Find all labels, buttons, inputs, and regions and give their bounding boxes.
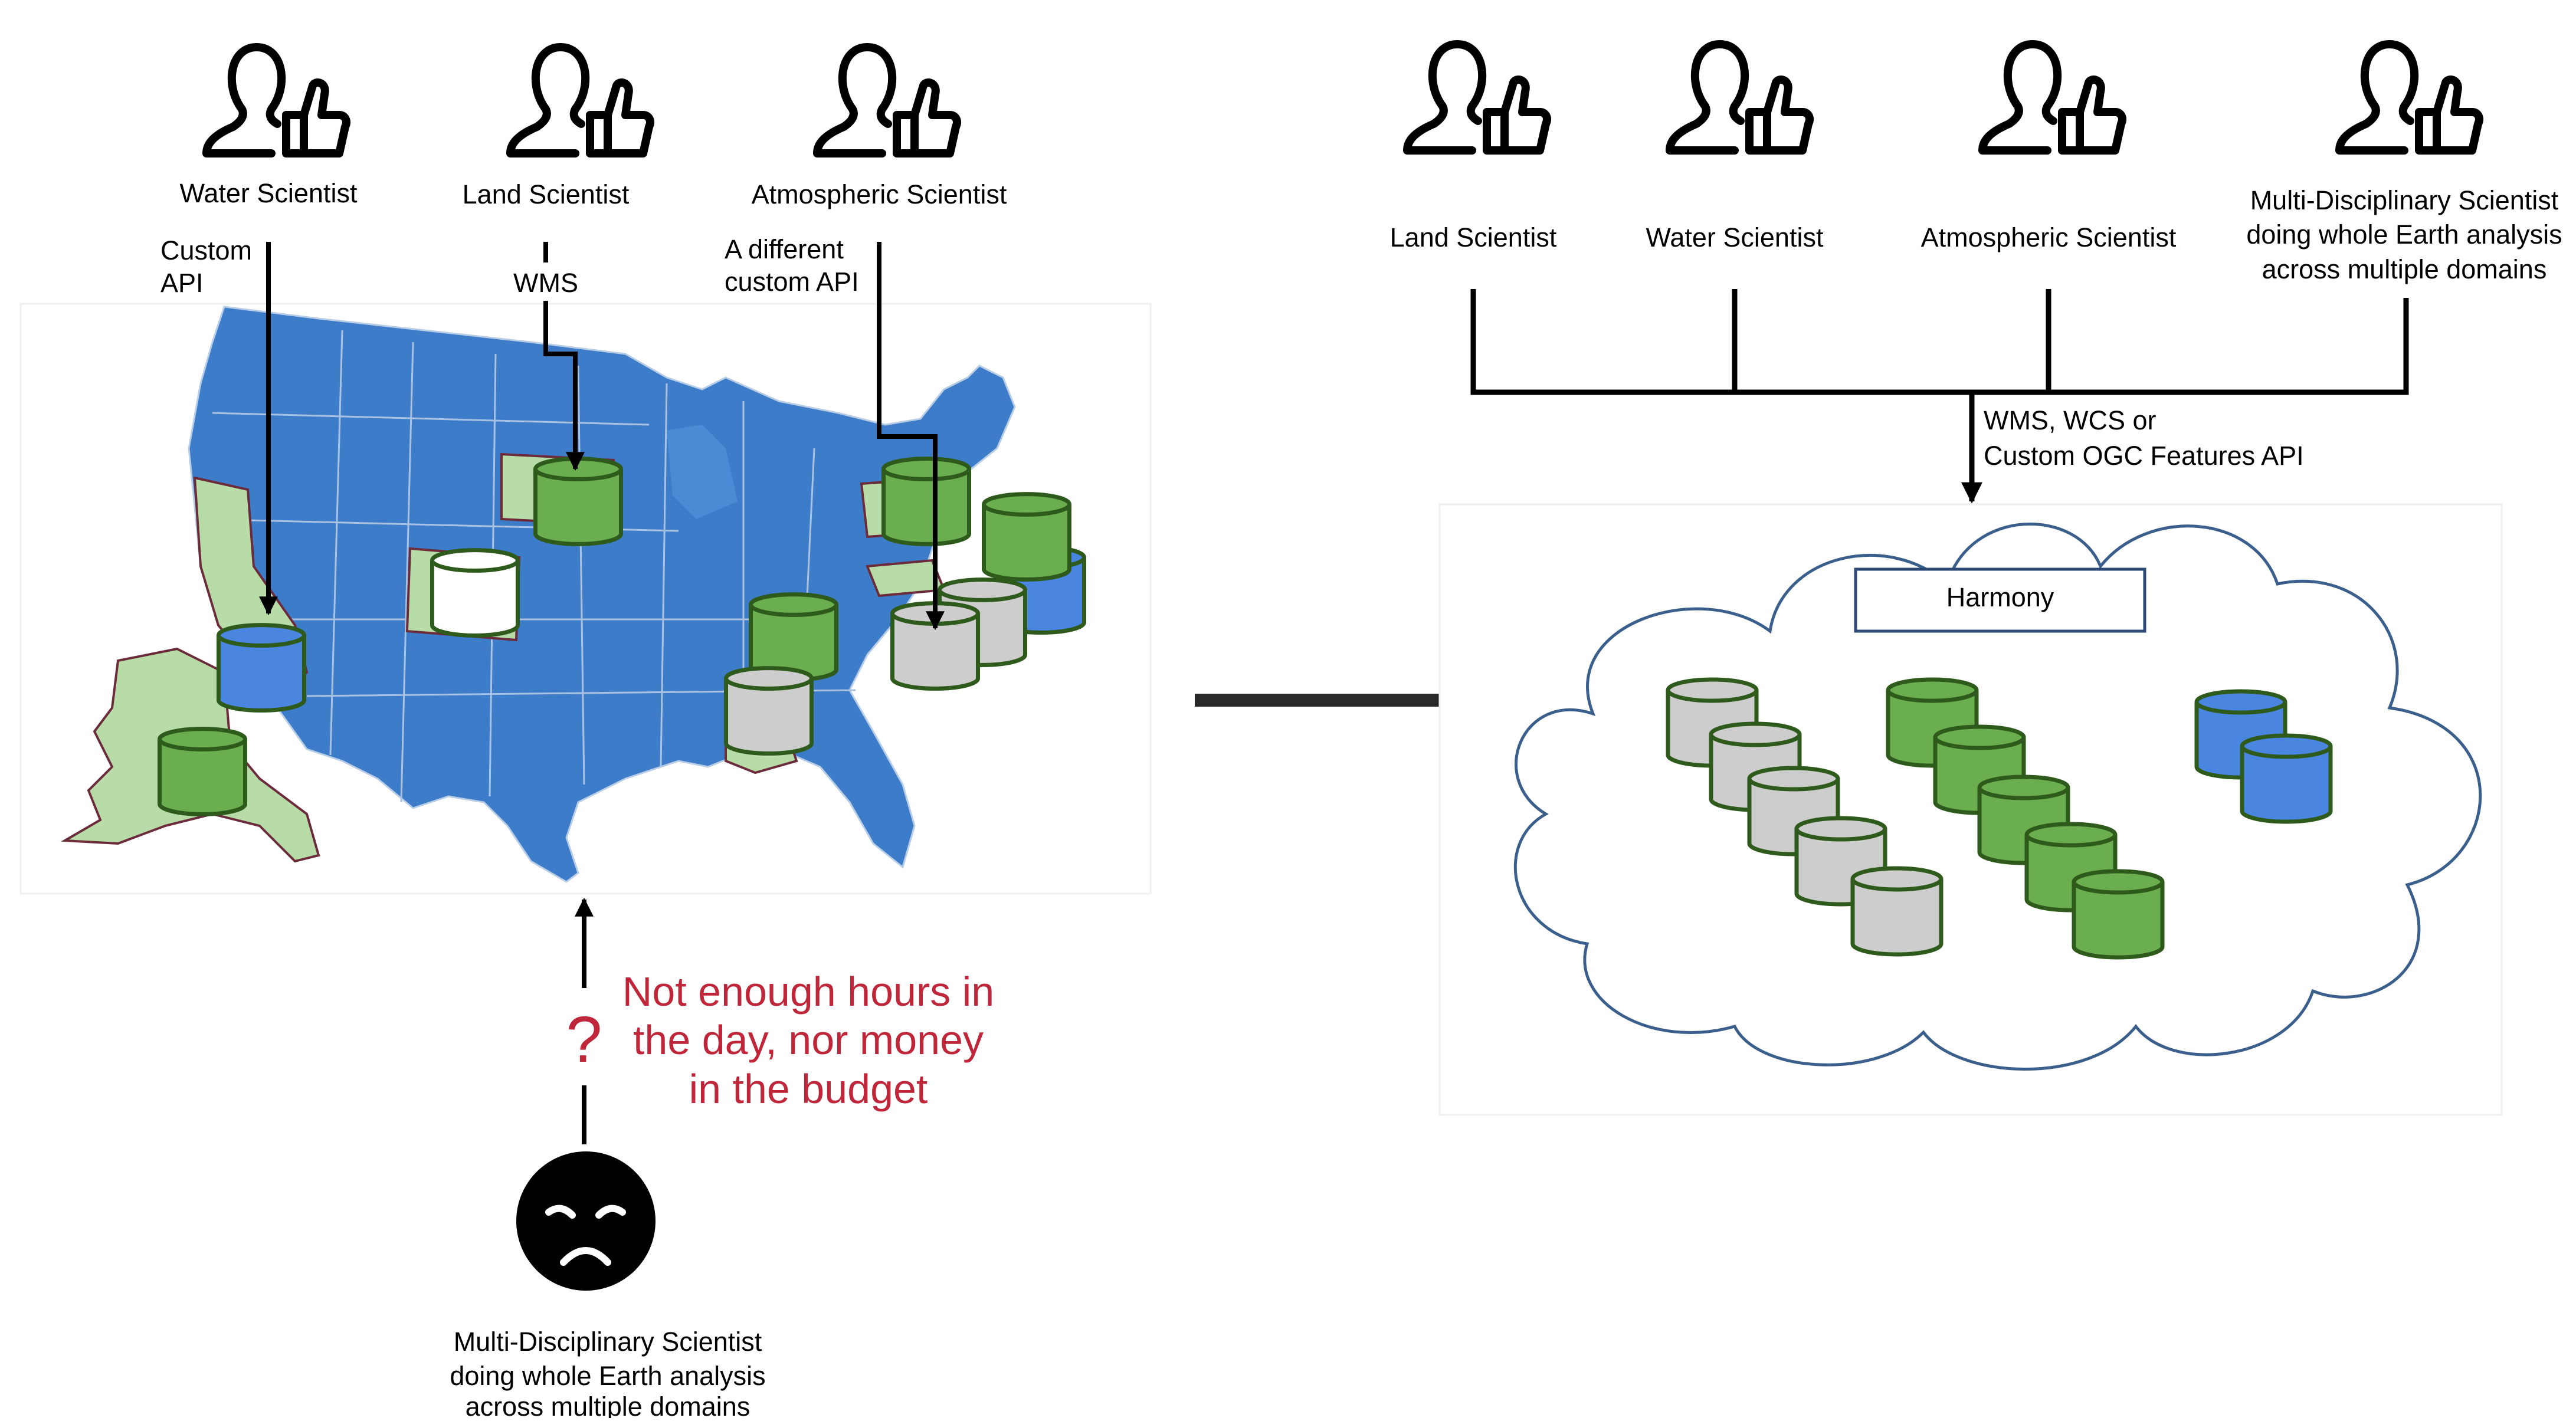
multi-label-line-2: doing whole Earth analysis <box>450 1361 765 1391</box>
left-panel: Water Scientist Land Scientist Atmospher… <box>19 43 1152 1421</box>
arrow-atmos-custom-api <box>877 242 945 631</box>
database-icon <box>749 592 838 682</box>
database-icon <box>2072 869 2165 960</box>
api-label-custom-2: API <box>160 268 204 298</box>
left-scientists: Water Scientist Land Scientist Atmospher… <box>160 43 1007 631</box>
database-icon <box>217 623 306 713</box>
person-thumbs-up-icon <box>1403 40 1551 155</box>
api-label-ogc-2: Custom OGC Features API <box>1984 441 2304 471</box>
harmony-title: Harmony <box>1946 582 2054 612</box>
maryland-highlight <box>866 559 946 598</box>
right-label-multi-3: across multiple domains <box>2262 254 2547 284</box>
multi-scientist-left: ? Not enough hours in the day, nor money… <box>450 897 994 1421</box>
person-thumbs-up-icon <box>506 43 654 157</box>
question-mark: ? <box>566 1003 602 1076</box>
connector-bracket <box>1470 289 2409 395</box>
scientist-label-atmospheric: Atmospheric Scientist <box>752 179 1007 209</box>
database-icon <box>158 727 247 816</box>
database-icon <box>2240 733 2333 824</box>
person-thumbs-up-icon <box>2335 40 2483 155</box>
person-thumbs-up-icon <box>1666 40 1814 155</box>
person-thumbs-up-icon <box>202 43 350 157</box>
api-label-custom-1: Custom <box>160 235 252 265</box>
database-icon <box>982 492 1071 582</box>
warning-line-1: Not enough hours in <box>622 969 994 1015</box>
right-label-atmospheric: Atmospheric Scientist <box>1921 222 2177 252</box>
api-label-wms: WMS <box>513 268 578 298</box>
api-label-ogc-1: WMS, WCS or <box>1984 405 2156 435</box>
multi-label-line-3: across multiple domains <box>466 1392 750 1418</box>
scientist-label-land: Land Scientist <box>463 179 630 209</box>
database-icon <box>881 457 971 546</box>
scientist-label-water: Water Scientist <box>180 178 358 208</box>
arrow-land-wms <box>543 242 575 469</box>
person-thumbs-up-icon <box>1978 40 2126 155</box>
right-label-multi-1: Multi-Disciplinary Scientist <box>2250 185 2559 215</box>
api-label-different-1: A different <box>725 234 844 264</box>
right-label-multi-2: doing whole Earth analysis <box>2246 219 2562 250</box>
wisconsin-highlight <box>667 425 738 519</box>
database-icon <box>890 601 980 691</box>
multi-label-line-1: Multi-Disciplinary Scientist <box>454 1327 762 1357</box>
right-label-water: Water Scientist <box>1646 222 1824 252</box>
warning-line-3: in the budget <box>689 1066 928 1112</box>
right-label-land: Land Scientist <box>1390 222 1557 252</box>
database-icon <box>1850 866 1944 957</box>
sad-face-icon <box>516 1151 656 1291</box>
map-databases <box>158 457 1086 816</box>
database-icon <box>533 457 623 546</box>
api-label-different-2: custom API <box>725 267 859 297</box>
harmony-box <box>1854 567 2146 633</box>
right-panel: Land Scientist Water Scientist Atmospher… <box>1390 40 2562 1116</box>
person-thumbs-up-icon <box>813 43 961 157</box>
cloud-databases <box>1666 677 2333 960</box>
database-icon <box>724 666 814 756</box>
warning-line-2: the day, nor money <box>633 1017 984 1063</box>
database-icon <box>430 548 520 638</box>
